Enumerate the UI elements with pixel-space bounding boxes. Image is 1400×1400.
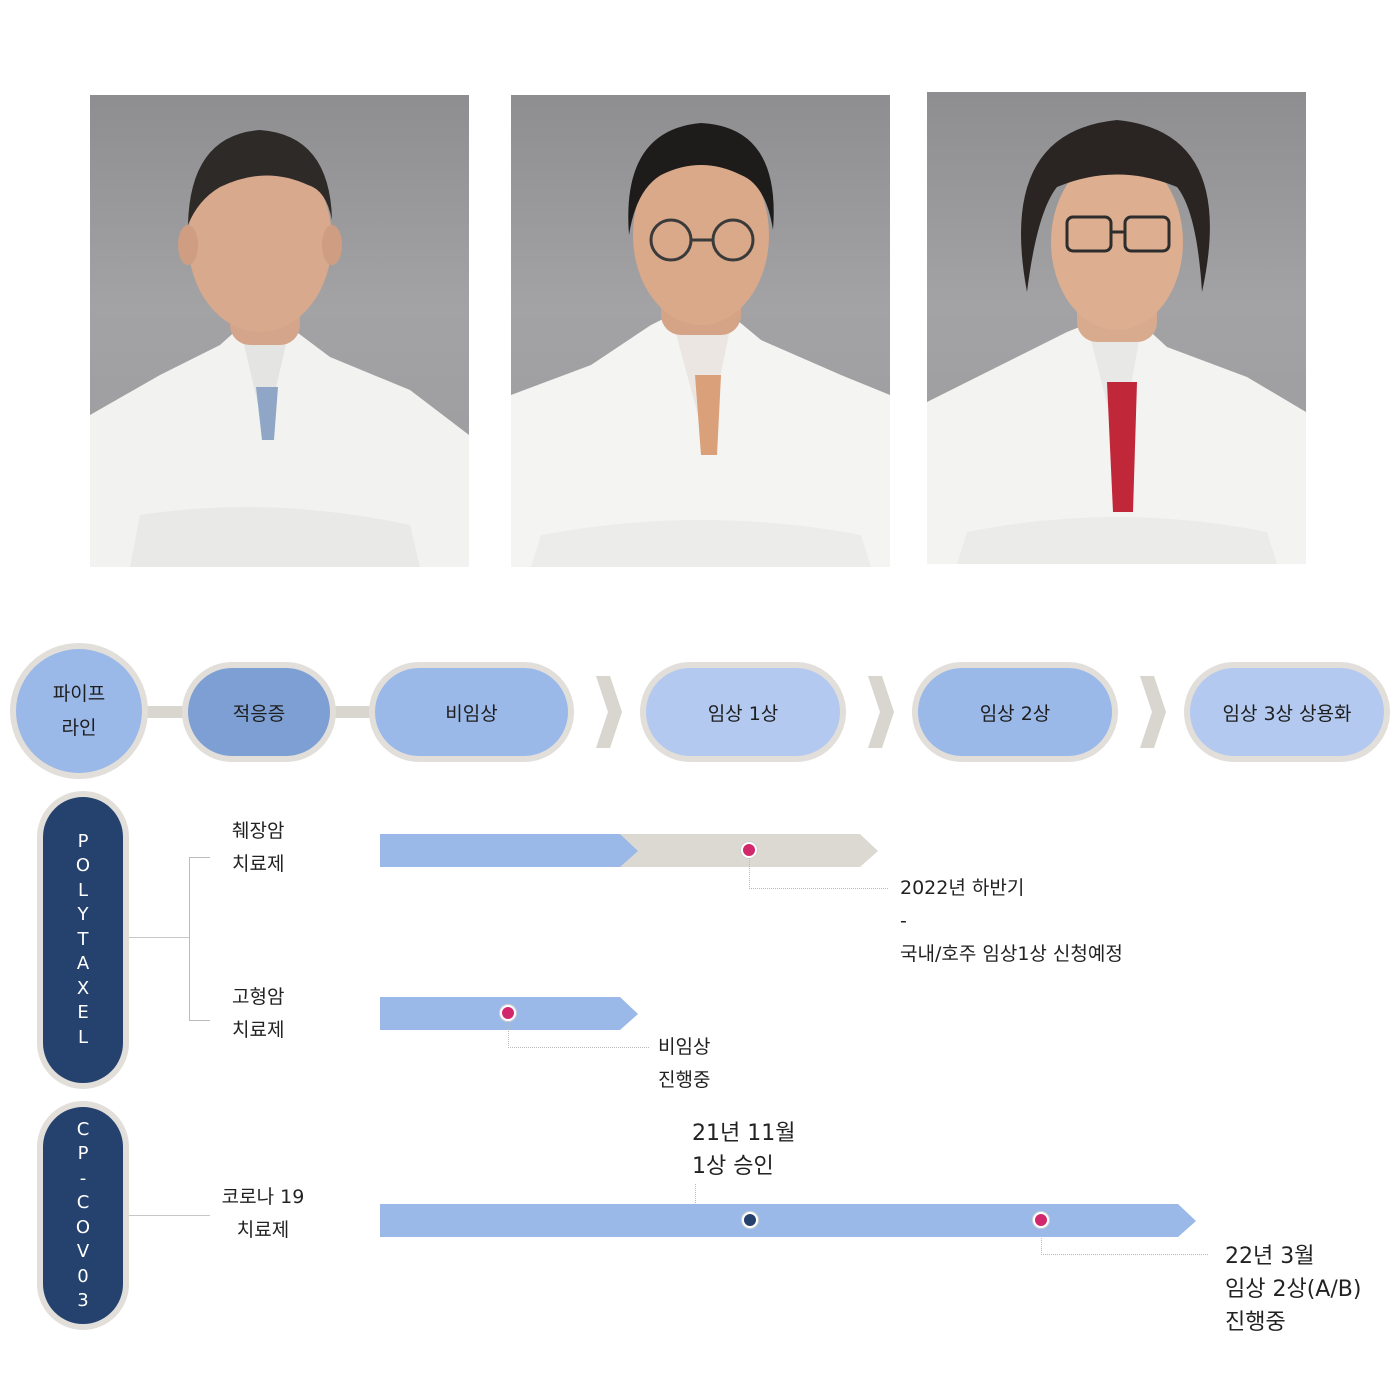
tree-connector: [129, 1215, 210, 1216]
doctor-portrait-2: [511, 123, 890, 567]
note-covid-bottom: 22년 3월 임상 2상(A/B) 진행중: [1225, 1240, 1361, 1339]
program-letter: Y: [77, 904, 89, 926]
program-letter: P: [77, 1143, 89, 1164]
doctor-photo-3: [927, 92, 1306, 564]
marker-dot: [741, 842, 757, 858]
tree-bracket: [189, 857, 210, 1021]
progress-blue-segment: [380, 1204, 1196, 1237]
note-covid-top: 21년 11월 1상 승인: [692, 1117, 795, 1183]
stage-phase1-label: 임상 1상: [707, 702, 779, 725]
callout-line: [508, 1021, 649, 1048]
indication-line2: 치료제: [236, 1219, 290, 1241]
pipeline-badge: 파이프 라인: [10, 643, 148, 779]
chevron-right-icon: [1140, 676, 1166, 748]
stage-phase1: 임상 1상: [640, 662, 846, 762]
indication-label-solid: 고형암 치료제: [232, 981, 284, 1047]
doctor-photo-1: [90, 95, 469, 567]
chevron-right-icon: [596, 676, 622, 748]
stage-phase2: 임상 2상: [912, 662, 1118, 762]
indication-line1: 췌장암: [232, 820, 285, 842]
note-solid: 비임상 진행중: [658, 1031, 710, 1097]
program-letter: L: [77, 1026, 89, 1048]
stage-preclinical: 비임상: [369, 662, 574, 762]
stage-indication: 적응증: [182, 662, 336, 762]
indication-label-covid: 코로나 19 치료제: [220, 1181, 306, 1247]
program-letter: A: [76, 953, 90, 975]
note-line: 비임상: [658, 1036, 711, 1058]
program-letter: 3: [77, 1290, 89, 1311]
pipeline-label-line1: 파이프: [52, 683, 106, 705]
note-line: 국내/호주 임상1상 신청예정: [900, 943, 1123, 965]
tree-connector: [129, 937, 190, 938]
program-polytaxel: P O L Y T A X E L: [37, 791, 129, 1089]
doctor-portrait-3: [927, 120, 1306, 564]
stage-preclinical-label: 비임상: [445, 702, 498, 725]
indication-line1: 코로나 19: [221, 1186, 305, 1208]
progress-bar-covid: [380, 1204, 1196, 1237]
stage-phase3-commercial: 임상 3상 상용화: [1184, 662, 1390, 762]
program-cp-cov03: C P - C O V 0 3: [37, 1101, 129, 1330]
note-line: 21년 11월: [692, 1121, 796, 1146]
program-letter: O: [75, 855, 91, 877]
indication-line2: 치료제: [232, 1019, 285, 1041]
program-letter: O: [75, 1216, 91, 1238]
note-line: 2022년 하반기: [900, 877, 1025, 899]
program-letter: C: [76, 1118, 90, 1140]
header-connector-1: [140, 706, 190, 718]
note-line: 진행중: [658, 1069, 711, 1091]
callout-line: [1041, 1228, 1208, 1255]
program-letter: X: [76, 977, 90, 999]
note-line: -: [900, 910, 907, 932]
header-connector-2: [330, 706, 376, 718]
note-line: 진행중: [1225, 1310, 1286, 1335]
marker-dot: [742, 1212, 758, 1228]
stage-phase3-label: 임상 3상 상용화: [1222, 702, 1352, 725]
indication-line2: 치료제: [232, 853, 285, 875]
indication-label-pancreatic: 췌장암 치료제: [232, 815, 284, 881]
note-line: 1상 승인: [692, 1154, 774, 1179]
progress-blue-segment: [380, 834, 638, 867]
pipeline-label-line2: 라인: [61, 717, 97, 739]
note-line: 임상 2상(A/B): [1225, 1277, 1362, 1302]
callout-line: [749, 858, 888, 889]
program-letter: P: [77, 830, 89, 852]
note-pancreatic: 2022년 하반기 - 국내/호주 임상1상 신청예정: [900, 872, 1123, 971]
chevron-right-icon: [868, 676, 894, 748]
note-line: 22년 3월: [1225, 1244, 1315, 1269]
program-letter: C: [76, 1192, 90, 1213]
program-letter: V: [76, 1241, 90, 1262]
program-letter: E: [77, 1002, 89, 1024]
indication-line1: 고형암: [232, 986, 285, 1008]
program-letter: 0: [77, 1265, 89, 1287]
marker-dot: [1033, 1212, 1049, 1228]
marker-dot: [500, 1005, 516, 1021]
program-letter: -: [79, 1167, 87, 1189]
doctor-photo-2: [511, 95, 890, 567]
program-letter: L: [77, 879, 89, 901]
program-letter: T: [77, 928, 89, 950]
doctor-portrait-1: [90, 130, 469, 567]
stage-indication-label: 적응증: [232, 702, 286, 725]
stage-phase2-label: 임상 2상: [979, 702, 1051, 725]
